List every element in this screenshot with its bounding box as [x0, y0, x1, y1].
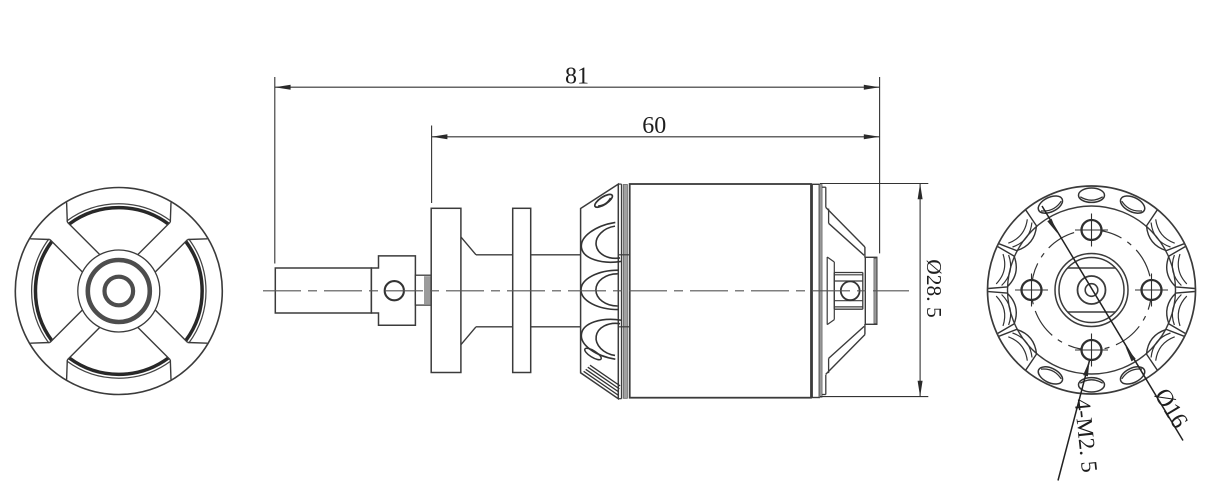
svg-text:60: 60: [642, 113, 666, 139]
svg-text:Ø28. 5: Ø28. 5: [922, 259, 946, 318]
svg-text:81: 81: [565, 64, 589, 90]
